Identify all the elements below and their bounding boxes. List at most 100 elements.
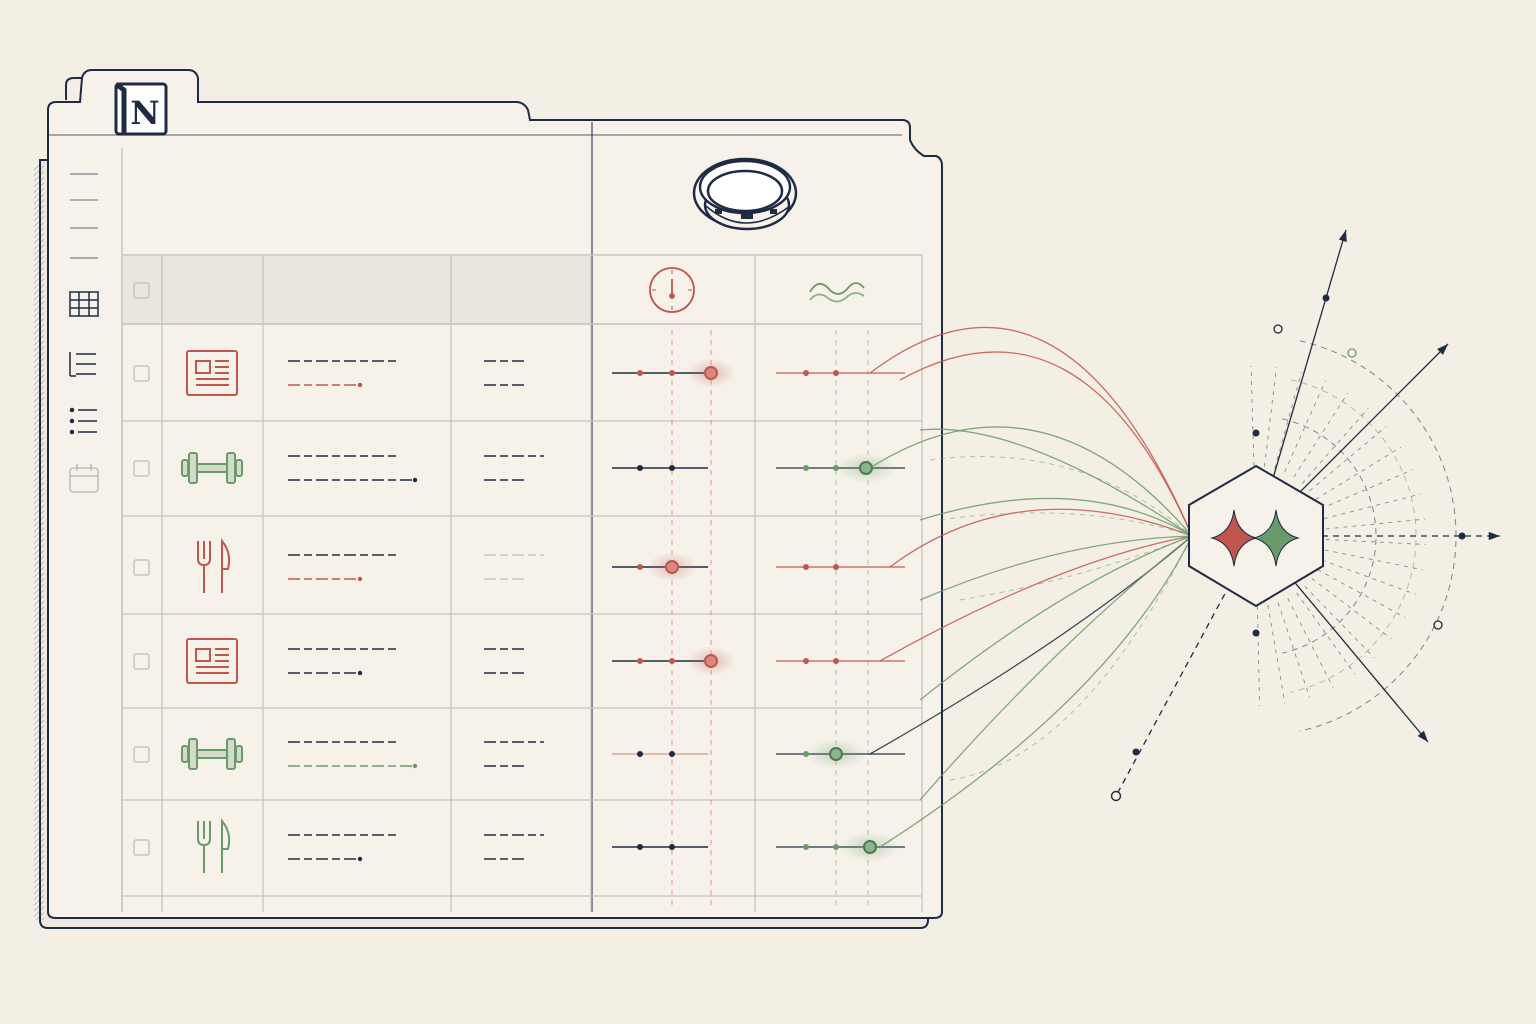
radial-ray <box>1317 569 1406 618</box>
radial-ray <box>1315 446 1402 500</box>
dumbbell-icon <box>181 452 243 484</box>
journal-image <box>195 648 211 662</box>
journal-frame <box>186 350 238 396</box>
dumbbell-plate <box>226 452 236 484</box>
sleep-point <box>669 370 675 376</box>
connection-curve <box>889 508 1193 568</box>
connection-curve <box>919 535 1193 601</box>
table-view-icon[interactable] <box>69 291 99 317</box>
connection-curve <box>879 535 1193 662</box>
radial-ray <box>1296 592 1356 675</box>
knife-shape <box>221 538 231 593</box>
connection-curve <box>879 535 1193 848</box>
connection-dashed <box>949 535 1193 781</box>
radial-arc <box>1299 340 1457 732</box>
dumbbell-plate <box>181 745 189 763</box>
text-placeholder-dot <box>357 856 363 862</box>
dumbbell-bar <box>196 463 228 473</box>
journal-image <box>195 360 211 374</box>
radial-ray <box>1321 559 1416 595</box>
activity-point <box>803 564 809 570</box>
table-row[interactable] <box>133 538 905 593</box>
connection-curve <box>869 326 1193 537</box>
radial-ray <box>1263 367 1277 467</box>
row-checkbox-icon[interactable] <box>133 460 150 477</box>
activity-point <box>833 844 839 850</box>
radial-arrowhead <box>1437 344 1448 355</box>
list-view-icon[interactable] <box>69 352 96 377</box>
sleep-point <box>637 370 643 376</box>
notion-logo-icon[interactable]: N <box>114 82 168 136</box>
text-placeholder-dot <box>357 382 363 388</box>
table-header <box>122 256 922 325</box>
dumbbell-plate <box>226 738 236 770</box>
row-checkbox-icon[interactable] <box>133 559 150 576</box>
dumbbell-plate <box>235 459 243 477</box>
table-row[interactable] <box>133 738 905 770</box>
connection-curve <box>919 428 1193 537</box>
connection-curve <box>919 497 1193 537</box>
data-connections <box>869 326 1193 848</box>
radial-endpoint <box>1110 790 1122 802</box>
radial-arrowhead <box>1417 730 1428 742</box>
activity-point <box>833 564 839 570</box>
sleep-highlight-point <box>704 654 718 668</box>
radial-node <box>1322 294 1330 302</box>
activity-highlight-point <box>829 747 843 761</box>
dumbbell-plate <box>181 459 189 477</box>
radial-node <box>1252 429 1260 437</box>
calendar-icon[interactable] <box>69 464 99 493</box>
radial-open-node <box>1347 348 1357 358</box>
sleep-highlight-point <box>665 560 679 574</box>
dumbbell-plate <box>235 745 243 763</box>
table-row[interactable] <box>133 638 905 684</box>
radial-network <box>1110 229 1500 802</box>
radial-ray <box>1325 539 1426 545</box>
radial-arc <box>1290 379 1417 693</box>
connection-curve <box>919 535 1193 701</box>
journal-icon <box>186 350 238 396</box>
radial-ray <box>1267 604 1286 704</box>
sparkle-hexagon-icon[interactable] <box>1188 464 1324 608</box>
row-checkbox-icon[interactable] <box>133 653 150 670</box>
sleep-point <box>637 564 643 570</box>
radial-ray <box>1293 392 1349 478</box>
radial-ray <box>1301 407 1369 484</box>
sleep-point <box>669 844 675 850</box>
knife-shape <box>221 818 231 873</box>
connection-curve <box>869 426 1193 537</box>
row-checkbox-icon[interactable] <box>133 365 150 382</box>
row-checkbox-icon[interactable] <box>133 839 150 856</box>
dumbbell-plate <box>188 452 198 484</box>
sparkle-red-icon <box>1210 509 1258 567</box>
sleep-point <box>637 465 643 471</box>
sleep-point <box>637 751 643 757</box>
top-pane <box>122 122 922 912</box>
sleep-point <box>669 751 675 757</box>
radial-ray <box>1274 372 1302 469</box>
radial-ray <box>1320 469 1413 510</box>
text-placeholder-dot <box>412 477 418 483</box>
radial-ray <box>1287 598 1334 688</box>
connection-curve <box>919 535 1193 801</box>
activity-point <box>803 370 809 376</box>
table-row[interactable] <box>133 350 905 396</box>
connection-dashed <box>939 512 1193 537</box>
table-row[interactable] <box>133 818 905 873</box>
activity-point <box>803 465 809 471</box>
header-checkbox-icon[interactable] <box>133 282 150 299</box>
sparkle-green-icon <box>1252 509 1300 567</box>
fork-shape <box>197 541 211 593</box>
activity-highlight-point <box>859 461 873 475</box>
app-window <box>34 69 943 929</box>
row-checkbox-icon[interactable] <box>133 746 150 763</box>
wave-icon <box>809 282 865 303</box>
clock-icon <box>649 267 695 313</box>
dumbbell-bar <box>196 749 228 759</box>
bullet-list-icon[interactable] <box>69 407 98 435</box>
dumbbell-icon <box>181 738 243 770</box>
connection-dashed <box>929 456 1193 537</box>
table-row[interactable] <box>133 452 905 484</box>
journal-frame <box>186 638 238 684</box>
text-placeholder-dot <box>357 670 363 676</box>
